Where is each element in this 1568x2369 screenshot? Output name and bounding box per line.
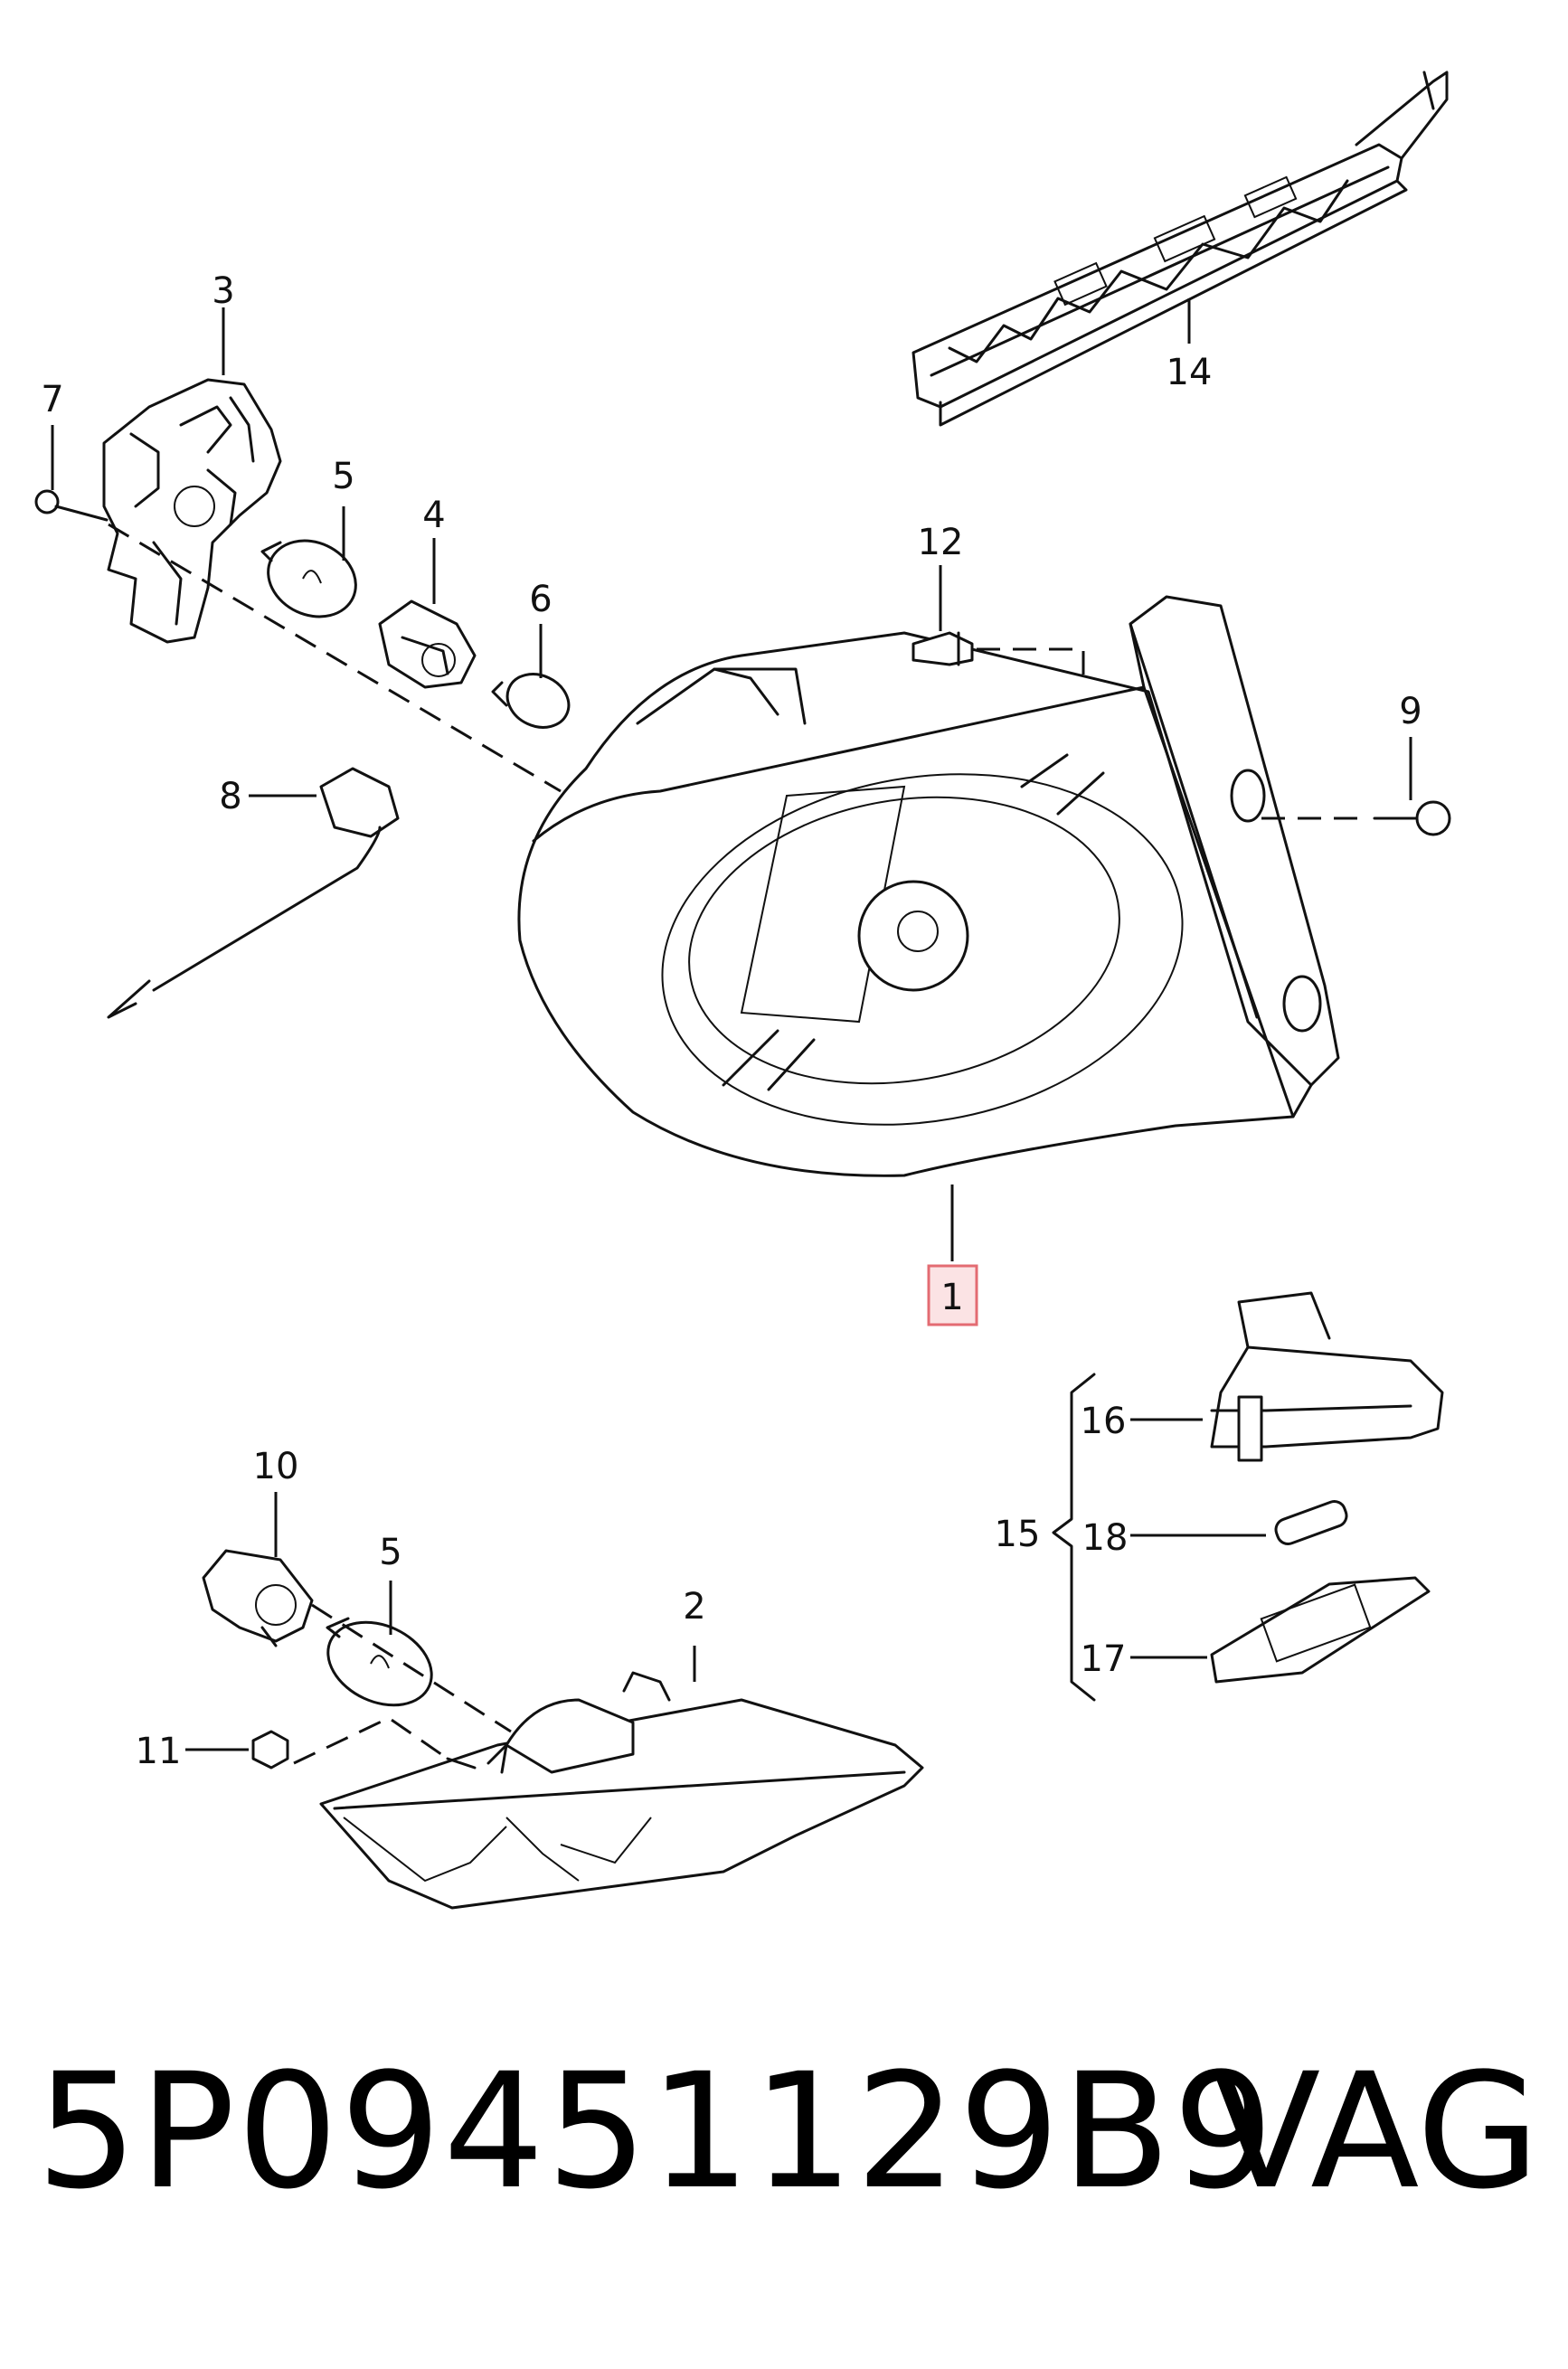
part-14-brake-light-strip[interactable] [912,71,1449,427]
callout-18: 18 [1082,1517,1129,1559]
callout-3: 3 [212,270,234,312]
callout-4: 4 [422,495,445,536]
callout-17: 17 [1081,1638,1127,1680]
callout-15: 15 [995,1514,1041,1555]
part-8-wiring-harness[interactable] [107,767,400,1019]
part-18-festoon-bulb[interactable] [1273,1498,1350,1547]
part-11-nut[interactable] [251,1730,289,1770]
callout-9: 9 [1399,691,1422,732]
callout-1-highlight-box [927,1264,978,1326]
part-7-screw[interactable] [34,489,109,522]
part-2-side-lamp[interactable] [319,1671,924,1910]
part-16-license-light-housing[interactable] [1210,1291,1444,1462]
callout-11: 11 [136,1731,182,1772]
part-10-socket[interactable] [202,1549,314,1647]
brand-name: VAG [1212,2039,1540,2224]
callout-8: 8 [219,776,241,817]
callout-1[interactable]: 1 [940,1277,963,1318]
part-4-socket[interactable] [378,599,477,689]
callout-5-lower: 5 [379,1532,401,1573]
part-9-screw[interactable] [1373,800,1451,836]
part-12-clip[interactable] [912,631,974,666]
callout-10: 10 [253,1446,299,1487]
callout-6: 6 [529,579,552,620]
callout-5-upper: 5 [332,456,354,497]
part-5-bulb-upper[interactable] [256,527,368,631]
part-number: 5P09451129B9 [36,2039,1276,2224]
callout-7: 7 [41,379,63,420]
callout-2: 2 [683,1586,705,1628]
part-6-small-bulb[interactable] [491,665,578,737]
part-5-bulb-lower[interactable] [315,1607,445,1722]
callout-12: 12 [918,522,964,563]
part-1-tail-lamp[interactable] [517,595,1340,1177]
callout-16: 16 [1081,1401,1127,1442]
callout-14: 14 [1167,352,1213,393]
part-17-lens-cover[interactable] [1210,1576,1431,1684]
part-3-bulb-holder[interactable] [102,378,282,644]
